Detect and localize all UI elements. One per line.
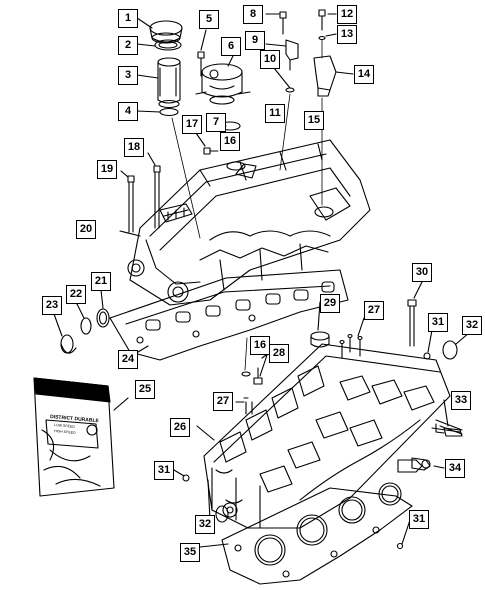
callout-10[interactable]: 10	[260, 50, 280, 69]
callout-20[interactable]: 20	[76, 220, 96, 239]
callout-16-lower[interactable]: 16	[250, 336, 270, 355]
callout-29[interactable]: 29	[320, 294, 340, 313]
plug-32-bottom	[215, 505, 229, 523]
callout-5[interactable]: 5	[199, 10, 219, 29]
bolt-5	[197, 51, 205, 77]
callout-28[interactable]: 28	[269, 344, 289, 363]
callout-22[interactable]: 22	[66, 285, 86, 304]
callout-31-left[interactable]: 31	[154, 461, 174, 480]
callout-1[interactable]: 1	[118, 9, 138, 28]
callout-12[interactable]: 12	[337, 5, 357, 24]
callout-30[interactable]: 30	[412, 263, 432, 282]
bolt-17	[203, 147, 219, 155]
callout-27-right[interactable]: 27	[364, 301, 384, 320]
callout-2[interactable]: 2	[118, 36, 138, 55]
callout-31-bottom[interactable]: 31	[409, 510, 429, 529]
camshaft-cover	[127, 139, 371, 306]
callout-8[interactable]: 8	[243, 5, 263, 24]
callout-14[interactable]: 14	[354, 65, 374, 84]
callout-4[interactable]: 4	[118, 102, 138, 121]
cylinder-head	[203, 343, 463, 529]
callout-3[interactable]: 3	[118, 66, 138, 85]
seal-10	[285, 87, 295, 93]
bolt-31-bottom	[396, 542, 404, 550]
sensor-34	[411, 457, 431, 471]
oil-filler-oring	[159, 107, 179, 117]
sensor-9	[285, 39, 299, 71]
plug-31-left	[182, 474, 190, 482]
bolt-28	[241, 367, 263, 385]
callout-26[interactable]: 26	[170, 418, 190, 437]
sensor-14	[313, 55, 337, 97]
sensor-6	[195, 63, 251, 105]
plug-29	[310, 331, 330, 348]
valve-27	[243, 333, 363, 415]
bolt-30	[407, 299, 417, 347]
gasket-bag	[33, 377, 115, 497]
oil-filler-tube	[157, 57, 181, 109]
callout-35[interactable]: 35	[180, 543, 200, 562]
callout-19[interactable]: 19	[97, 160, 117, 179]
seal-ring-23	[60, 334, 77, 354]
bolt-18	[153, 165, 161, 229]
callout-27-left[interactable]: 27	[213, 392, 233, 411]
callout-21[interactable]: 21	[91, 272, 111, 291]
seal-13	[318, 35, 326, 41]
bag-line-1: LOW SPEED	[54, 423, 76, 429]
callout-24[interactable]: 24	[118, 350, 138, 369]
bolt-19	[127, 175, 135, 233]
callout-13[interactable]: 13	[337, 25, 357, 44]
callout-11[interactable]: 11	[265, 104, 285, 123]
callout-6[interactable]: 6	[221, 37, 241, 56]
seal-ring-22	[80, 317, 92, 335]
callout-25[interactable]: 25	[135, 380, 155, 399]
callout-7[interactable]: 7	[206, 113, 226, 132]
callout-15[interactable]: 15	[304, 111, 324, 130]
head-gasket	[221, 482, 413, 585]
callout-18[interactable]: 18	[124, 138, 144, 157]
callout-9[interactable]: 9	[245, 31, 265, 50]
callout-16-upper[interactable]: 16	[220, 132, 240, 151]
callout-23[interactable]: 23	[42, 296, 62, 315]
plug-32-top	[442, 340, 458, 360]
bag-line-2: HIGH SPEED	[54, 429, 76, 435]
sensor-33	[431, 423, 463, 437]
seal-ring-21	[96, 308, 110, 328]
callout-17[interactable]: 17	[182, 115, 202, 134]
callout-31-top[interactable]: 31	[428, 313, 448, 332]
callout-33[interactable]: 33	[451, 391, 471, 410]
bag-title: DISTRICT DURABLE	[50, 414, 100, 424]
callout-34[interactable]: 34	[445, 459, 465, 478]
plug-31-top	[423, 352, 431, 360]
upper-gasket	[109, 269, 349, 361]
bolt-8	[279, 11, 287, 35]
oil-filler-seal	[154, 39, 182, 51]
bolt-12	[318, 9, 326, 31]
callout-32-top[interactable]: 32	[462, 316, 482, 335]
callout-32-bottom[interactable]: 32	[195, 515, 215, 534]
